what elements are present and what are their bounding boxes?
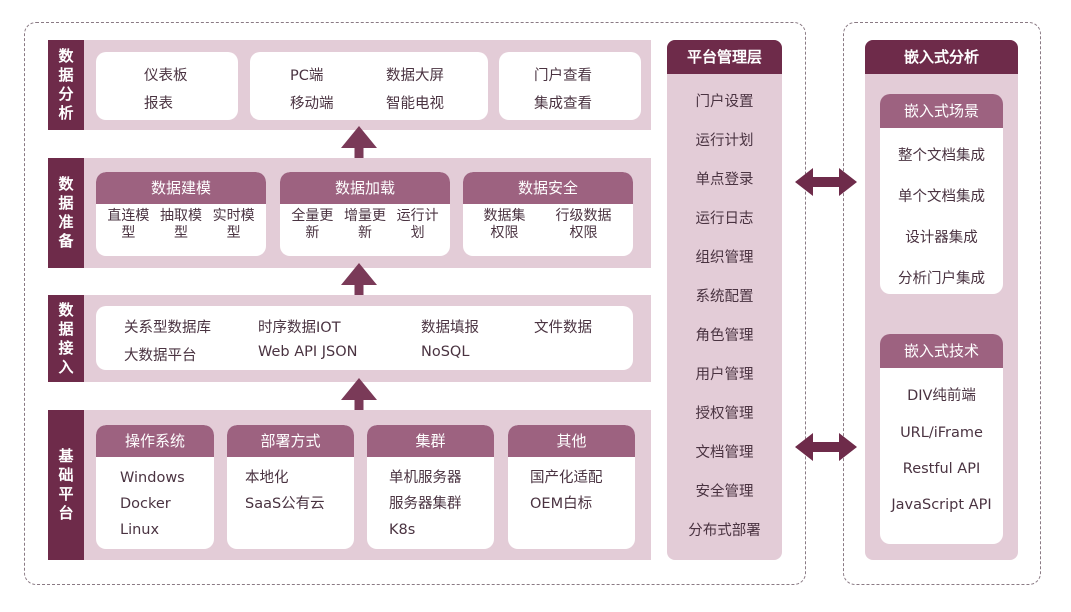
prep-card-security: 数据安全 数据集权限 行级数据权限 <box>463 172 633 256</box>
layer-base-label: 基础平台 <box>48 410 84 560</box>
card-item[interactable]: 国产化适配 <box>530 470 603 486</box>
card-item[interactable]: Windows <box>120 470 185 486</box>
embedded-frame <box>843 22 1041 585</box>
card-item[interactable]: 单机服务器 <box>389 470 462 486</box>
card-title: 部署方式 <box>227 425 354 457</box>
card-item[interactable]: K8s <box>389 522 416 538</box>
analysis-item[interactable]: 报表 <box>144 96 173 112</box>
analysis-group-devices: PC端 数据大屏 移动端 智能电视 <box>250 52 488 120</box>
card-item[interactable]: 全量更新 <box>291 208 334 241</box>
arrow-up-icon <box>341 378 377 412</box>
analysis-item[interactable]: 仪表板 <box>144 68 188 84</box>
analysis-group-dashboard: 仪表板 报表 <box>96 52 238 120</box>
card-item[interactable]: 服务器集群 <box>389 496 462 512</box>
platform-item[interactable]: 门户设置 <box>695 94 754 110</box>
arrow-up-icon <box>341 263 377 297</box>
embedded-scenes-title: 嵌入式场景 <box>880 94 1003 128</box>
platform-item[interactable]: 组织管理 <box>695 250 754 266</box>
platform-panel <box>667 40 782 560</box>
tech-item[interactable]: Restful API <box>902 461 981 477</box>
analysis-item[interactable]: 智能电视 <box>386 96 444 112</box>
analysis-item[interactable]: PC端 <box>290 68 324 84</box>
card-title: 操作系统 <box>96 425 214 457</box>
card-item[interactable]: 本地化 <box>245 470 289 486</box>
platform-item[interactable]: 角色管理 <box>695 328 754 344</box>
arrow-up-icon <box>341 126 377 160</box>
card-title: 数据安全 <box>463 172 633 204</box>
platform-item[interactable]: 文档管理 <box>695 445 754 461</box>
platform-item[interactable]: 安全管理 <box>695 484 754 500</box>
analysis-item[interactable]: 移动端 <box>290 96 334 112</box>
platform-item[interactable]: 系统配置 <box>695 289 754 305</box>
card-item[interactable]: Docker <box>120 496 171 512</box>
card-item[interactable]: 增量更新 <box>343 208 386 241</box>
layer-analysis-label: 数据分析 <box>48 40 84 130</box>
embedded-scenes-box: 嵌入式场景 整个文档集成 单个文档集成 设计器集成 分析门户集成 <box>880 94 1003 294</box>
main-architecture-frame <box>24 22 806 585</box>
double-arrow-icon <box>795 168 857 196</box>
access-item[interactable]: 数据填报 <box>421 320 479 336</box>
card-title: 集群 <box>367 425 494 457</box>
base-card-cluster: 集群 单机服务器 服务器集群 K8s <box>367 425 494 549</box>
card-item[interactable]: 抽取模型 <box>159 208 202 241</box>
double-arrow-icon <box>795 433 857 461</box>
platform-item[interactable]: 分布式部署 <box>688 523 761 539</box>
scene-item[interactable]: 设计器集成 <box>905 230 978 246</box>
prep-card-modeling: 数据建模 直连模型 抽取模型 实时模型 <box>96 172 266 256</box>
embedded-tech-title: 嵌入式技术 <box>880 334 1003 368</box>
card-item[interactable]: SaaS公有云 <box>245 496 325 512</box>
access-item[interactable]: 关系型数据库 <box>124 320 211 336</box>
base-card-deploy: 部署方式 本地化 SaaS公有云 <box>227 425 354 549</box>
platform-title: 平台管理层 <box>667 40 782 74</box>
platform-item[interactable]: 授权管理 <box>695 406 754 422</box>
tech-item[interactable]: DIV纯前端 <box>907 388 976 404</box>
analysis-item[interactable]: 数据大屏 <box>386 68 444 84</box>
base-card-other: 其他 国产化适配 OEM白标 <box>508 425 635 549</box>
platform-item[interactable]: 用户管理 <box>695 367 754 383</box>
scene-item[interactable]: 整个文档集成 <box>898 148 985 164</box>
analysis-item[interactable]: 集成查看 <box>534 96 592 112</box>
access-item[interactable]: NoSQL <box>421 344 470 360</box>
card-item[interactable]: 数据集权限 <box>483 208 526 241</box>
card-item[interactable]: 行级数据权限 <box>555 208 612 241</box>
access-item[interactable]: Web API JSON <box>258 344 358 360</box>
access-sources: 关系型数据库 时序数据IOT 数据填报 文件数据 大数据平台 Web API J… <box>96 306 633 370</box>
tech-item[interactable]: JavaScript API <box>891 497 992 513</box>
layer-access-label: 数据接入 <box>48 295 84 382</box>
platform-item[interactable]: 单点登录 <box>695 172 754 188</box>
analysis-item[interactable]: 门户查看 <box>534 68 592 84</box>
embedded-tech-box: 嵌入式技术 DIV纯前端 URL/iFrame Restful API Java… <box>880 334 1003 544</box>
platform-item[interactable]: 运行计划 <box>695 133 754 149</box>
card-title: 其他 <box>508 425 635 457</box>
prep-card-loading: 数据加载 全量更新 增量更新 运行计划 <box>280 172 450 256</box>
tech-item[interactable]: URL/iFrame <box>900 425 983 441</box>
embedded-title: 嵌入式分析 <box>865 40 1018 74</box>
card-title: 数据建模 <box>96 172 266 204</box>
scene-item[interactable]: 分析门户集成 <box>898 271 985 287</box>
platform-item[interactable]: 运行日志 <box>695 211 754 227</box>
platform-items: 门户设置 运行计划 单点登录 运行日志 组织管理 系统配置 角色管理 用户管理 … <box>667 78 782 558</box>
card-item[interactable]: Linux <box>120 522 160 538</box>
card-item[interactable]: OEM白标 <box>530 496 593 512</box>
access-item[interactable]: 大数据平台 <box>124 348 197 364</box>
card-item[interactable]: 直连模型 <box>107 208 150 241</box>
scene-item[interactable]: 单个文档集成 <box>898 189 985 205</box>
card-item[interactable]: 实时模型 <box>212 208 255 241</box>
layer-prep-label: 数据准备 <box>48 158 84 268</box>
card-item[interactable]: 运行计划 <box>396 208 439 241</box>
access-item[interactable]: 时序数据IOT <box>258 320 341 336</box>
base-card-os: 操作系统 Windows Docker Linux <box>96 425 214 549</box>
analysis-group-portal: 门户查看 集成查看 <box>499 52 641 120</box>
access-item[interactable]: 文件数据 <box>534 320 592 336</box>
card-title: 数据加载 <box>280 172 450 204</box>
